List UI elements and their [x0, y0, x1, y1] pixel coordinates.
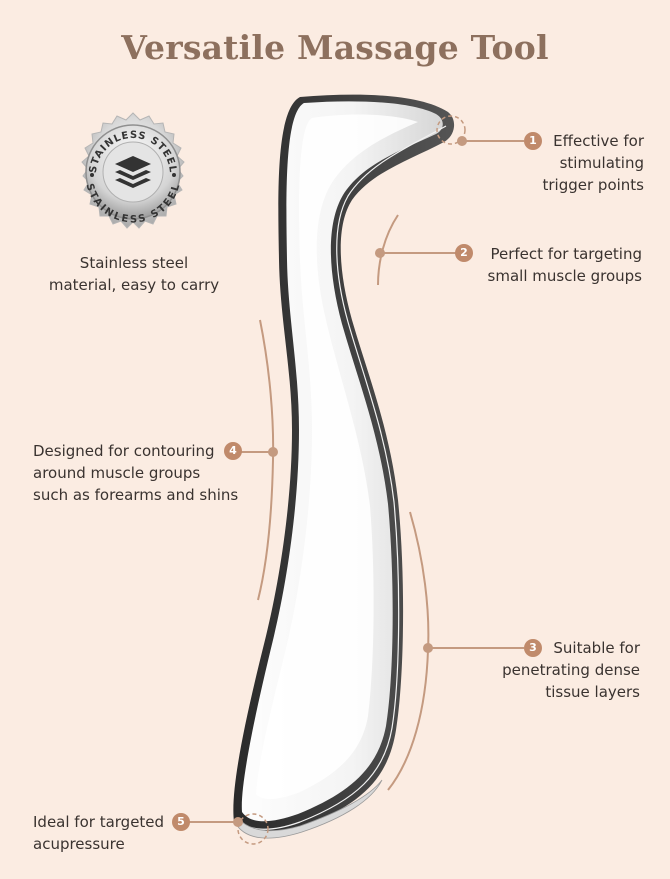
dot-1 [457, 136, 467, 146]
callout-label-1: Effective for stimulating trigger points [542, 132, 645, 194]
dot-3 [423, 643, 433, 653]
callout-label-5: Ideal for targeted acupressure [33, 813, 165, 853]
seal-caption: Stainless steel material, easy to carry [48, 254, 220, 294]
page-title: Versatile Massage Tool [121, 28, 549, 67]
arc-4 [257, 319, 275, 601]
callout-badge-1: 1 [524, 132, 542, 150]
callout-badge-3: 3 [524, 639, 542, 657]
callout-badge-4: 4 [224, 442, 242, 460]
stainless-steel-seal-icon: STAINLESS STEEL STAINLESS STEEL [81, 112, 185, 229]
callout-label-4: Designed for contouring around muscle gr… [33, 442, 239, 504]
dot-2 [375, 248, 385, 258]
dot-4 [268, 447, 278, 457]
callout-badge-5: 5 [172, 813, 190, 831]
dashed-circle-5 [237, 813, 269, 845]
dashed-circle-1 [436, 115, 466, 145]
callout-label-2: Perfect for targeting small muscle group… [487, 245, 642, 285]
dot-5 [233, 817, 243, 827]
callout-badge-2: 2 [455, 244, 473, 262]
callout-label-3: Suitable for penetrating dense tissue la… [502, 639, 640, 701]
